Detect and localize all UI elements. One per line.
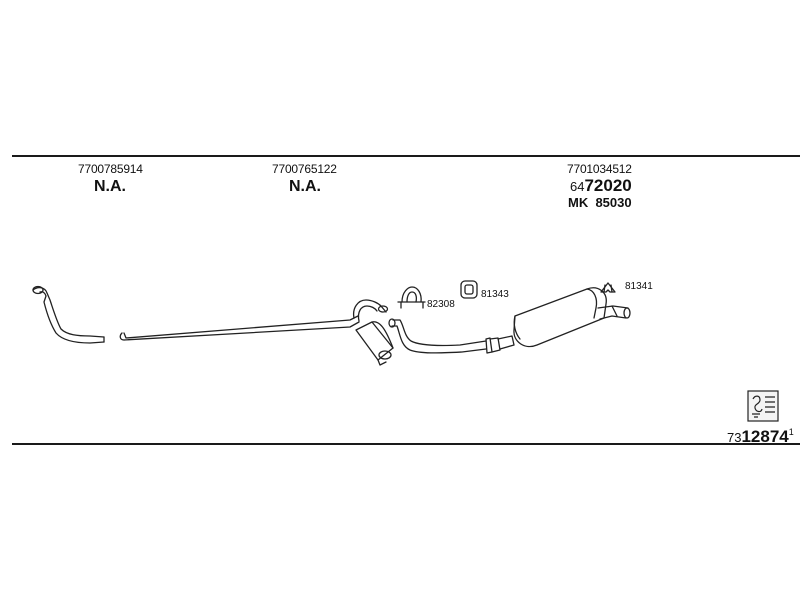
clamp-icon xyxy=(397,286,426,309)
intermediate-pipe xyxy=(119,315,360,341)
callout-clamp: 82308 xyxy=(427,299,455,310)
part-code-main: 72020 xyxy=(584,176,632,195)
mk-number: 85030 xyxy=(595,195,632,210)
part-code-prefix: 64 xyxy=(570,179,585,194)
mk-label: MK xyxy=(568,195,589,210)
part-status-1: N.A. xyxy=(94,178,126,195)
mk-code-3: MK 85030 xyxy=(568,196,632,209)
drawing-id: 73128741 xyxy=(727,427,794,447)
bottom-divider xyxy=(12,443,800,445)
drawing-id-main: 12874 xyxy=(741,427,789,446)
top-divider xyxy=(12,155,800,157)
front-downpipe xyxy=(32,285,105,344)
rear-silencer xyxy=(513,287,631,348)
rear-hanger-icon xyxy=(600,282,616,293)
center-silencer xyxy=(352,299,394,366)
hanger-icon xyxy=(460,280,478,299)
callout-hanger-mid: 81343 xyxy=(481,289,509,300)
part-status-2: N.A. xyxy=(289,178,321,195)
document-catalog-icon xyxy=(747,390,779,422)
drawing-id-suffix: 1 xyxy=(788,427,794,437)
part-number-2: 7700765122 xyxy=(272,162,337,176)
rear-pipe xyxy=(388,318,515,354)
part-number-1: 7700785914 xyxy=(78,162,143,176)
drawing-id-prefix: 73 xyxy=(727,430,742,445)
part-number-3: 7701034512 xyxy=(567,162,632,176)
callout-hanger-rear: 81341 xyxy=(625,281,653,292)
part-code-3: 6472020 xyxy=(570,177,632,195)
